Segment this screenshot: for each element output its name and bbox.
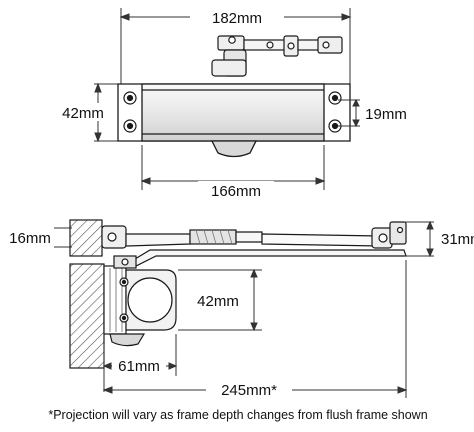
footnote: *Projection will vary as frame depth cha… — [48, 408, 427, 422]
dim-bracket-height-top: 19mm — [365, 106, 407, 123]
dim-height: 42mm — [62, 105, 104, 122]
dim-bracket-depth: 61mm — [118, 358, 160, 375]
dim-side-bracket-height-line — [178, 268, 262, 332]
side-arm-lower — [128, 249, 407, 267]
dim-label-bg — [190, 8, 284, 26]
dim-arm-offset: 16mm — [9, 230, 51, 247]
dim-overall-width: 182mm — [212, 10, 262, 27]
dim-bracket-height-line — [338, 98, 360, 128]
dim-arm-offset-line — [54, 227, 72, 248]
top-view: 182mm 42mm — [56, 8, 407, 200]
dim-arm-height: 31mm — [441, 231, 474, 248]
dim-arm-height-line — [404, 220, 434, 258]
dim-label-bg — [206, 380, 292, 398]
dim-label-bg — [56, 103, 110, 121]
dim-label-bg — [190, 291, 246, 309]
dim-body-length: 166mm — [211, 183, 261, 200]
closer-screw-holes — [123, 91, 342, 133]
side-arm — [101, 221, 407, 249]
dim-side-bracket-height: 42mm — [197, 293, 239, 310]
top-arm — [211, 35, 343, 77]
dim-label-bg — [112, 356, 166, 374]
side-view: 16mm 31mm — [9, 219, 474, 399]
dim-label-bg — [198, 181, 274, 199]
closer-body — [117, 83, 351, 158]
dim-projection: 245mm* — [221, 382, 277, 399]
closer-side-bracket — [103, 255, 177, 347]
door-frame-upper — [69, 219, 103, 257]
door-panel — [69, 263, 105, 369]
